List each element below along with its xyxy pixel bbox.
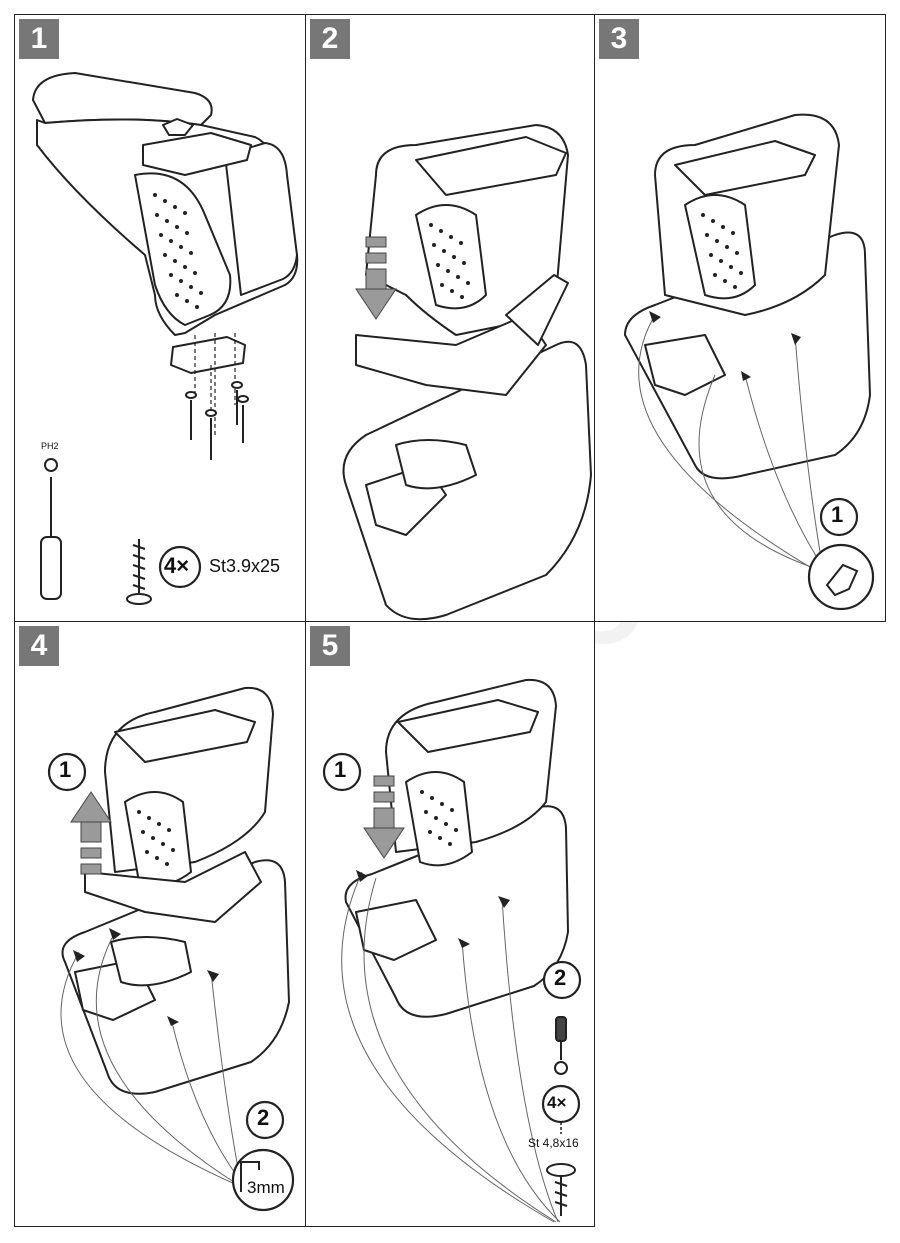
- armrest-lift-drill-illustration: [47, 686, 295, 1212]
- arrow-down-icon: [363, 775, 405, 859]
- drill-detail-circle: [231, 1148, 295, 1212]
- substep-number-1: 1: [334, 757, 347, 782]
- leader-lines: [638, 314, 826, 571]
- substep-number-2: 2: [554, 965, 567, 990]
- clip-arrow-icons: [649, 311, 801, 381]
- tool-size-label: PH2: [41, 441, 59, 451]
- screw-spec-label: St 4,8x16: [528, 1136, 579, 1150]
- screw-count-label: 4×: [164, 553, 190, 578]
- step-panel-5: 5: [305, 621, 595, 1227]
- substep-circle-2: [542, 960, 582, 1000]
- screw-count-label: 4×: [547, 1093, 567, 1112]
- armrest-clip-illustration: [624, 113, 875, 611]
- step-number-badge: 4: [19, 626, 59, 666]
- step-panel-1: 1: [14, 14, 306, 622]
- step-panel-3: 3 1: [594, 14, 886, 622]
- substep-circle-1: [47, 752, 87, 792]
- substep-circle-2: [245, 1100, 285, 1140]
- step-panel-2: 2: [305, 14, 595, 622]
- substep-number: 1: [831, 502, 844, 527]
- screwdriver-icon: [40, 458, 62, 600]
- arrow-down-icon: [355, 236, 397, 320]
- substep-number-2: 2: [257, 1105, 270, 1130]
- step-number-badge: 2: [310, 19, 350, 59]
- screwdriver-icon: [554, 1016, 568, 1075]
- armrest-insertion-illustration: [342, 124, 592, 621]
- step-number-badge: 1: [19, 19, 59, 59]
- armrest-exploded-illustration: [32, 72, 299, 605]
- count-circle: [158, 545, 202, 589]
- drill-size-label: 3mm: [247, 1178, 285, 1197]
- perforation-dots: [153, 193, 203, 309]
- substep-circle-1: [322, 752, 362, 792]
- armrest-final-fixing-illustration: [322, 678, 582, 1223]
- wood-screw-icon: [126, 539, 152, 605]
- step-number-badge: 5: [310, 626, 350, 666]
- tapping-screw-icon: [546, 1163, 576, 1216]
- arrow-up-icon: [70, 791, 112, 875]
- step-number-badge: 3: [599, 19, 639, 59]
- screw-spec-label: St3.9x25: [209, 556, 281, 576]
- substep-circle: [819, 497, 859, 537]
- step-panel-4: 4: [14, 621, 306, 1227]
- screws-exploded: [185, 381, 249, 460]
- substep-number-1: 1: [59, 757, 72, 782]
